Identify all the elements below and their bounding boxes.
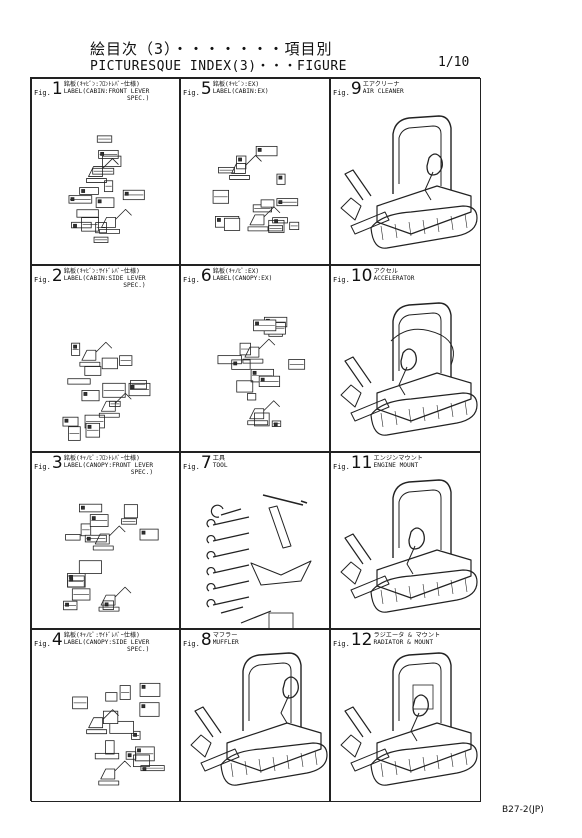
figure-title-en: LABEL(CANOPY:EX) [212,275,273,282]
figure-title-en: LABEL(CABIN:FRONT LEVER [63,88,150,95]
figure-number: 1 [51,79,63,99]
fig-prefix: Fig. [333,463,350,471]
figure-title-jp: アクセル [373,268,398,275]
figure-number: 10 [350,266,373,286]
figure-title-jp: エンジンマウント [373,455,424,462]
label-sheet-icon [68,135,145,243]
fig-prefix: Fig. [34,276,51,284]
figure-title-jp: 銘板(ｷｬﾉﾋﾟ:ﾌﾛﾝﾄﾚﾊﾞｰ仕様) [63,455,140,462]
excavator-icon [190,652,328,786]
label-sheet-icon [217,316,306,427]
figure-number: 9 [350,79,362,99]
figure-title-en: LABEL(CANOPY:FRONT LEVER [63,462,154,469]
excavator-icon [340,302,478,436]
figure-title-en: LABEL(CABIN:SIDE LEVER [63,275,146,282]
figure-title-en: TOOL [212,462,228,469]
figure-number: 12 [350,630,373,650]
figure-title-en-cont: SPEC.) [127,646,150,653]
figure-title-en-cont: SPEC.) [130,469,154,476]
fig-prefix: Fig. [183,89,200,97]
figure-title-jp: 銘板(ｷｬﾋﾞﾝ:ﾌﾛﾝﾄﾚﾊﾞｰ仕様) [63,81,140,88]
label-sheet-icon [63,503,159,612]
figure-title-jp: 銘板(ｷｬﾋﾞﾝ:ｻｲﾄﾞﾚﾊﾞｰ仕様) [63,268,140,275]
figure-title-en-cont: SPEC.) [127,95,150,102]
figure-number: 7 [200,453,212,473]
figure-number: 8 [200,630,212,650]
excavator-icon [340,479,478,613]
page-title-en: PICTURESQUE INDEX(3)・・・FIGURE [90,59,347,74]
fig-prefix: Fig. [333,89,350,97]
figure-title-en: AIR CLEANER [362,88,404,95]
document-code: B27-2(JP) [502,805,544,815]
figure-title-jp: 銘板(ｷｬﾋﾞﾝ:EX) [212,81,260,88]
fig-prefix: Fig. [333,276,350,284]
figure-title-en: LABEL(CANOPY:SIDE LEVER [63,639,150,646]
fig-prefix: Fig. [183,640,200,648]
fig-prefix: Fig. [333,640,350,648]
label-sheet-icon [212,145,300,234]
label-sheet-icon [62,341,151,441]
label-sheet-icon [72,682,165,786]
figure-title-jp: 工具 [212,455,226,462]
figure-number: 6 [200,266,212,286]
fig-prefix: Fig. [183,276,200,284]
tool-set-icon [206,494,312,630]
figure-title-en-cont: SPEC.) [123,282,146,289]
fig-prefix: Fig. [34,463,51,471]
figure-title-jp: エアクリーナ [362,81,400,88]
excavator-icon [340,115,478,249]
page-title-jp: 絵目次（3）・・・・・・・項目別 [90,40,333,58]
fig-prefix: Fig. [34,640,51,648]
figure-number: 4 [51,630,63,650]
excavator-icon [340,652,478,786]
figure-title-jp: 銘板(ｷｬﾉﾋﾟ:EX) [212,268,260,275]
figure-title-en: ENGINE MOUNT [373,462,419,469]
figure-number: 11 [350,453,373,473]
figure-title-en: LABEL(CABIN:EX) [212,88,269,95]
figure-number: 2 [51,266,63,286]
figure-title-en: RADIATOR & MOUNT [373,639,434,646]
figure-number: 5 [200,79,212,99]
figure-title-en: ACCELERATOR [373,275,415,282]
figure-title-jp: ラジエータ & マウント [373,632,441,639]
figure-title-jp: マフラー [212,632,238,639]
fig-prefix: Fig. [34,89,51,97]
page-number: 1/10 [438,55,470,70]
fig-prefix: Fig. [183,463,200,471]
figure-title-en: MUFFLER [212,639,239,646]
figure-number: 3 [51,453,63,473]
figure-title-jp: 銘板(ｷｬﾉﾋﾟ:ｻｲﾄﾞﾚﾊﾞｰ仕様) [63,632,140,639]
